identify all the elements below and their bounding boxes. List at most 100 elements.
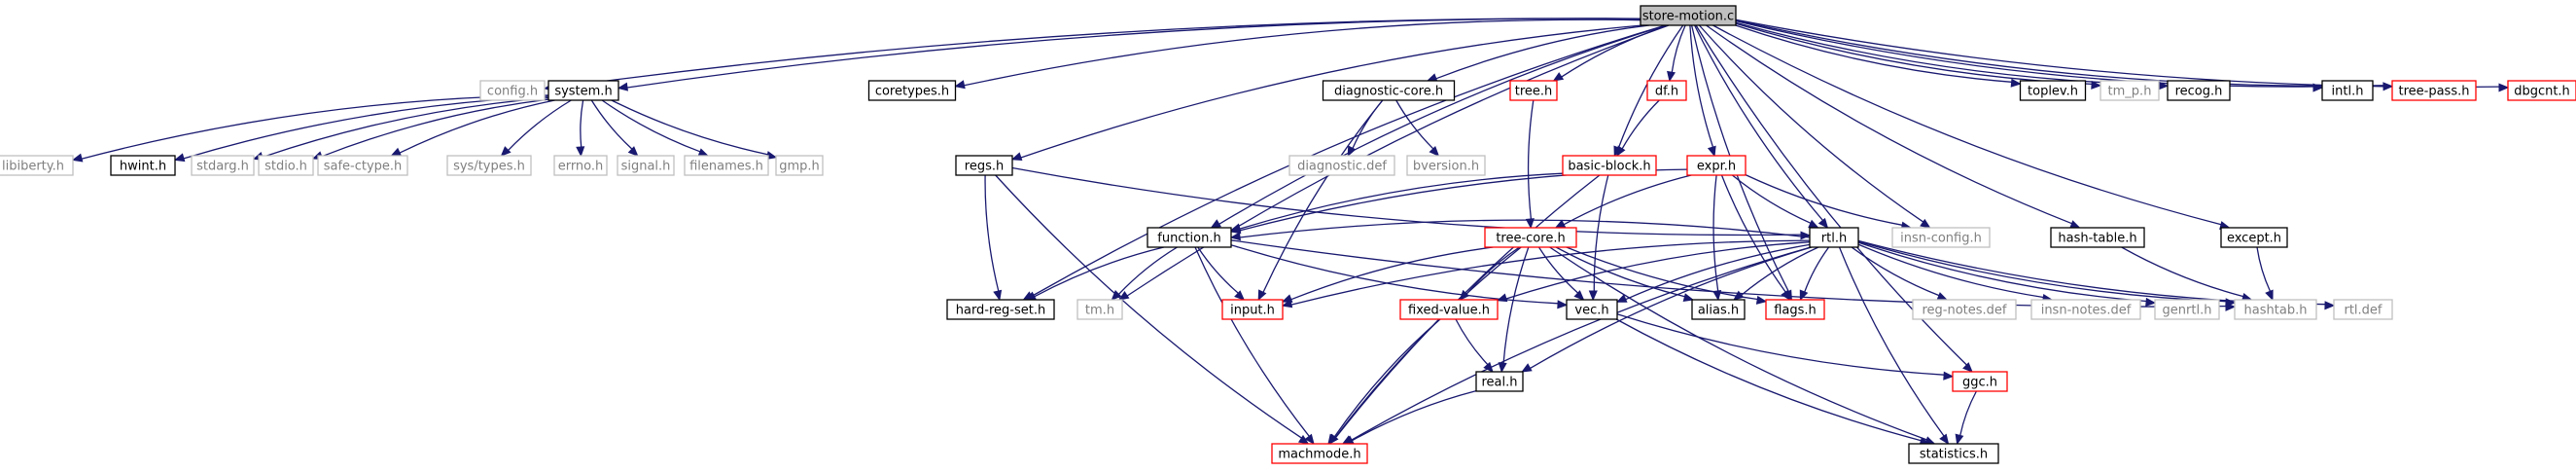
- node-label-stdarg: stdarg.h: [196, 160, 249, 174]
- node-system[interactable]: system.h: [547, 80, 619, 101]
- node-tm[interactable]: tm.h: [1076, 299, 1123, 320]
- edge-tree-core-to-real: [1498, 246, 1530, 374]
- node-dbgcnt[interactable]: dbgcnt.h: [2507, 80, 2576, 101]
- node-diagnostic-core[interactable]: diagnostic-core.h: [1322, 80, 1456, 101]
- edge-store-motion-to-config: [543, 18, 1641, 92]
- node-real[interactable]: real.h: [1475, 371, 1524, 392]
- node-label-basic-block: basic-block.h: [1568, 160, 1650, 174]
- node-reg-notes[interactable]: reg-notes.def: [1912, 299, 2017, 320]
- edge-arrowhead: [1521, 363, 1533, 373]
- node-input[interactable]: input.h: [1221, 299, 1284, 320]
- node-tm_p[interactable]: tm_p.h: [2100, 80, 2160, 101]
- node-libiberty[interactable]: libiberty.h: [0, 155, 74, 176]
- node-box-tree-core: [1484, 227, 1577, 248]
- node-coretypes[interactable]: coretypes.h: [867, 80, 957, 101]
- edge-rtl-to-rtl-def: [1857, 239, 2336, 310]
- node-box-rtl-def: [2333, 299, 2393, 320]
- edge-line: [1735, 19, 2314, 88]
- node-box-function: [1147, 227, 1232, 248]
- edge-df-to-basic-block: [1616, 99, 1660, 158]
- edge-line: [1615, 318, 1922, 442]
- node-label-diagnostic-def: diagnostic.def: [1297, 160, 1387, 174]
- node-diagnostic-def[interactable]: diagnostic.def: [1288, 155, 1395, 176]
- edge-line: [1706, 24, 2072, 225]
- node-hash-table[interactable]: hash-table.h: [2050, 227, 2145, 248]
- node-box-alias: [1691, 299, 1746, 320]
- node-store-motion[interactable]: store-motion.c: [1640, 5, 1737, 26]
- edge-rtl-to-alias: [1733, 246, 1819, 301]
- edge-arrowhead: [1962, 362, 1973, 373]
- node-bversion[interactable]: bversion.h: [1406, 155, 1486, 176]
- edge-store-motion-to-diagnostic-core: [1426, 24, 1650, 82]
- node-config[interactable]: config.h: [479, 80, 546, 101]
- node-statistics[interactable]: statistics.h: [1908, 443, 1999, 464]
- edge-line: [1621, 99, 1660, 150]
- node-box-basic-block: [1562, 155, 1657, 176]
- node-except[interactable]: except.h: [2220, 227, 2288, 248]
- node-ggc[interactable]: ggc.h: [1952, 371, 2008, 392]
- node-fixed-value[interactable]: fixed-value.h: [1399, 299, 1499, 320]
- node-machmode[interactable]: machmode.h: [1271, 443, 1368, 464]
- edge-line: [1959, 390, 1977, 436]
- node-sys-types[interactable]: sys/types.h: [446, 155, 532, 176]
- node-box-tm: [1076, 299, 1123, 320]
- edge-line: [399, 99, 555, 154]
- node-rtl[interactable]: rtl.h: [1809, 227, 1859, 248]
- edge-arrowhead: [1483, 361, 1494, 373]
- node-recog[interactable]: recog.h: [2167, 80, 2231, 101]
- edge-line: [1857, 243, 2044, 299]
- node-tree-pass[interactable]: tree-pass.h: [2391, 80, 2477, 101]
- node-label-flags: flags.h: [1774, 304, 1817, 318]
- node-box-system: [547, 80, 619, 101]
- node-intl[interactable]: intl.h: [2321, 80, 2374, 101]
- node-box-ggc: [1952, 371, 2008, 392]
- node-toplev[interactable]: toplev.h: [2019, 80, 2087, 101]
- edge-rtl-to-reg-notes: [1851, 246, 1949, 301]
- node-gmp[interactable]: gmp.h: [775, 155, 824, 176]
- node-function[interactable]: function.h: [1147, 227, 1232, 248]
- node-label-bversion: bversion.h: [1413, 160, 1479, 174]
- edge-fixed-value-to-real: [1455, 318, 1494, 373]
- node-label-diagnostic-core: diagnostic-core.h: [1334, 85, 1443, 99]
- node-filenames[interactable]: filenames.h: [684, 155, 769, 176]
- edge-arrowhead: [1426, 73, 1438, 82]
- node-safe-ctype[interactable]: safe-ctype.h: [317, 155, 408, 176]
- edge-line: [1549, 246, 1927, 441]
- node-alias[interactable]: alias.h: [1691, 299, 1746, 320]
- edge-arrowhead: [1429, 146, 1440, 157]
- edge-arrowhead: [390, 147, 402, 157]
- edge-line: [552, 18, 1641, 89]
- node-box-hard-reg-set: [946, 299, 1055, 320]
- node-hard-reg-set[interactable]: hard-reg-set.h: [946, 299, 1055, 320]
- edge-arrowhead: [1800, 231, 1812, 240]
- node-stdarg[interactable]: stdarg.h: [191, 155, 255, 176]
- edge-rtl-to-fixed-value: [1496, 241, 1811, 303]
- node-box-machmode: [1271, 443, 1368, 464]
- node-label-regs: regs.h: [965, 160, 1004, 174]
- node-insn-config[interactable]: insn-config.h: [1891, 227, 1991, 248]
- node-tree[interactable]: tree.h: [1509, 80, 1558, 101]
- node-insn-notes[interactable]: insn-notes.def: [2030, 299, 2141, 320]
- node-rtl-def[interactable]: rtl.def: [2333, 299, 2393, 320]
- node-tree-core[interactable]: tree-core.h: [1484, 227, 1577, 248]
- node-expr[interactable]: expr.h: [1686, 155, 1747, 176]
- node-label-input: input.h: [1230, 304, 1275, 318]
- node-basic-block[interactable]: basic-block.h: [1562, 155, 1657, 176]
- node-hwint[interactable]: hwint.h: [110, 155, 176, 176]
- edge-line: [590, 99, 633, 150]
- node-signal[interactable]: signal.h: [617, 155, 675, 176]
- edge-expr-to-alias: [1712, 174, 1722, 302]
- node-hashtab[interactable]: hashtab.h: [2234, 299, 2317, 320]
- node-regs[interactable]: regs.h: [955, 155, 1013, 176]
- edge-arrowhead: [1667, 70, 1676, 83]
- edge-arrowhead: [1799, 289, 1809, 302]
- node-df[interactable]: df.h: [1646, 80, 1687, 101]
- edge-arrowhead: [1111, 290, 1122, 301]
- node-stdio[interactable]: stdio.h: [258, 155, 314, 176]
- node-vec[interactable]: vec.h: [1566, 299, 1618, 320]
- node-flags[interactable]: flags.h: [1765, 299, 1825, 320]
- node-errno[interactable]: errno.h: [553, 155, 608, 176]
- edge-line: [1352, 389, 1477, 442]
- node-genrtl[interactable]: genrtl.h: [2154, 299, 2220, 320]
- edge-arrowhead: [1304, 433, 1315, 446]
